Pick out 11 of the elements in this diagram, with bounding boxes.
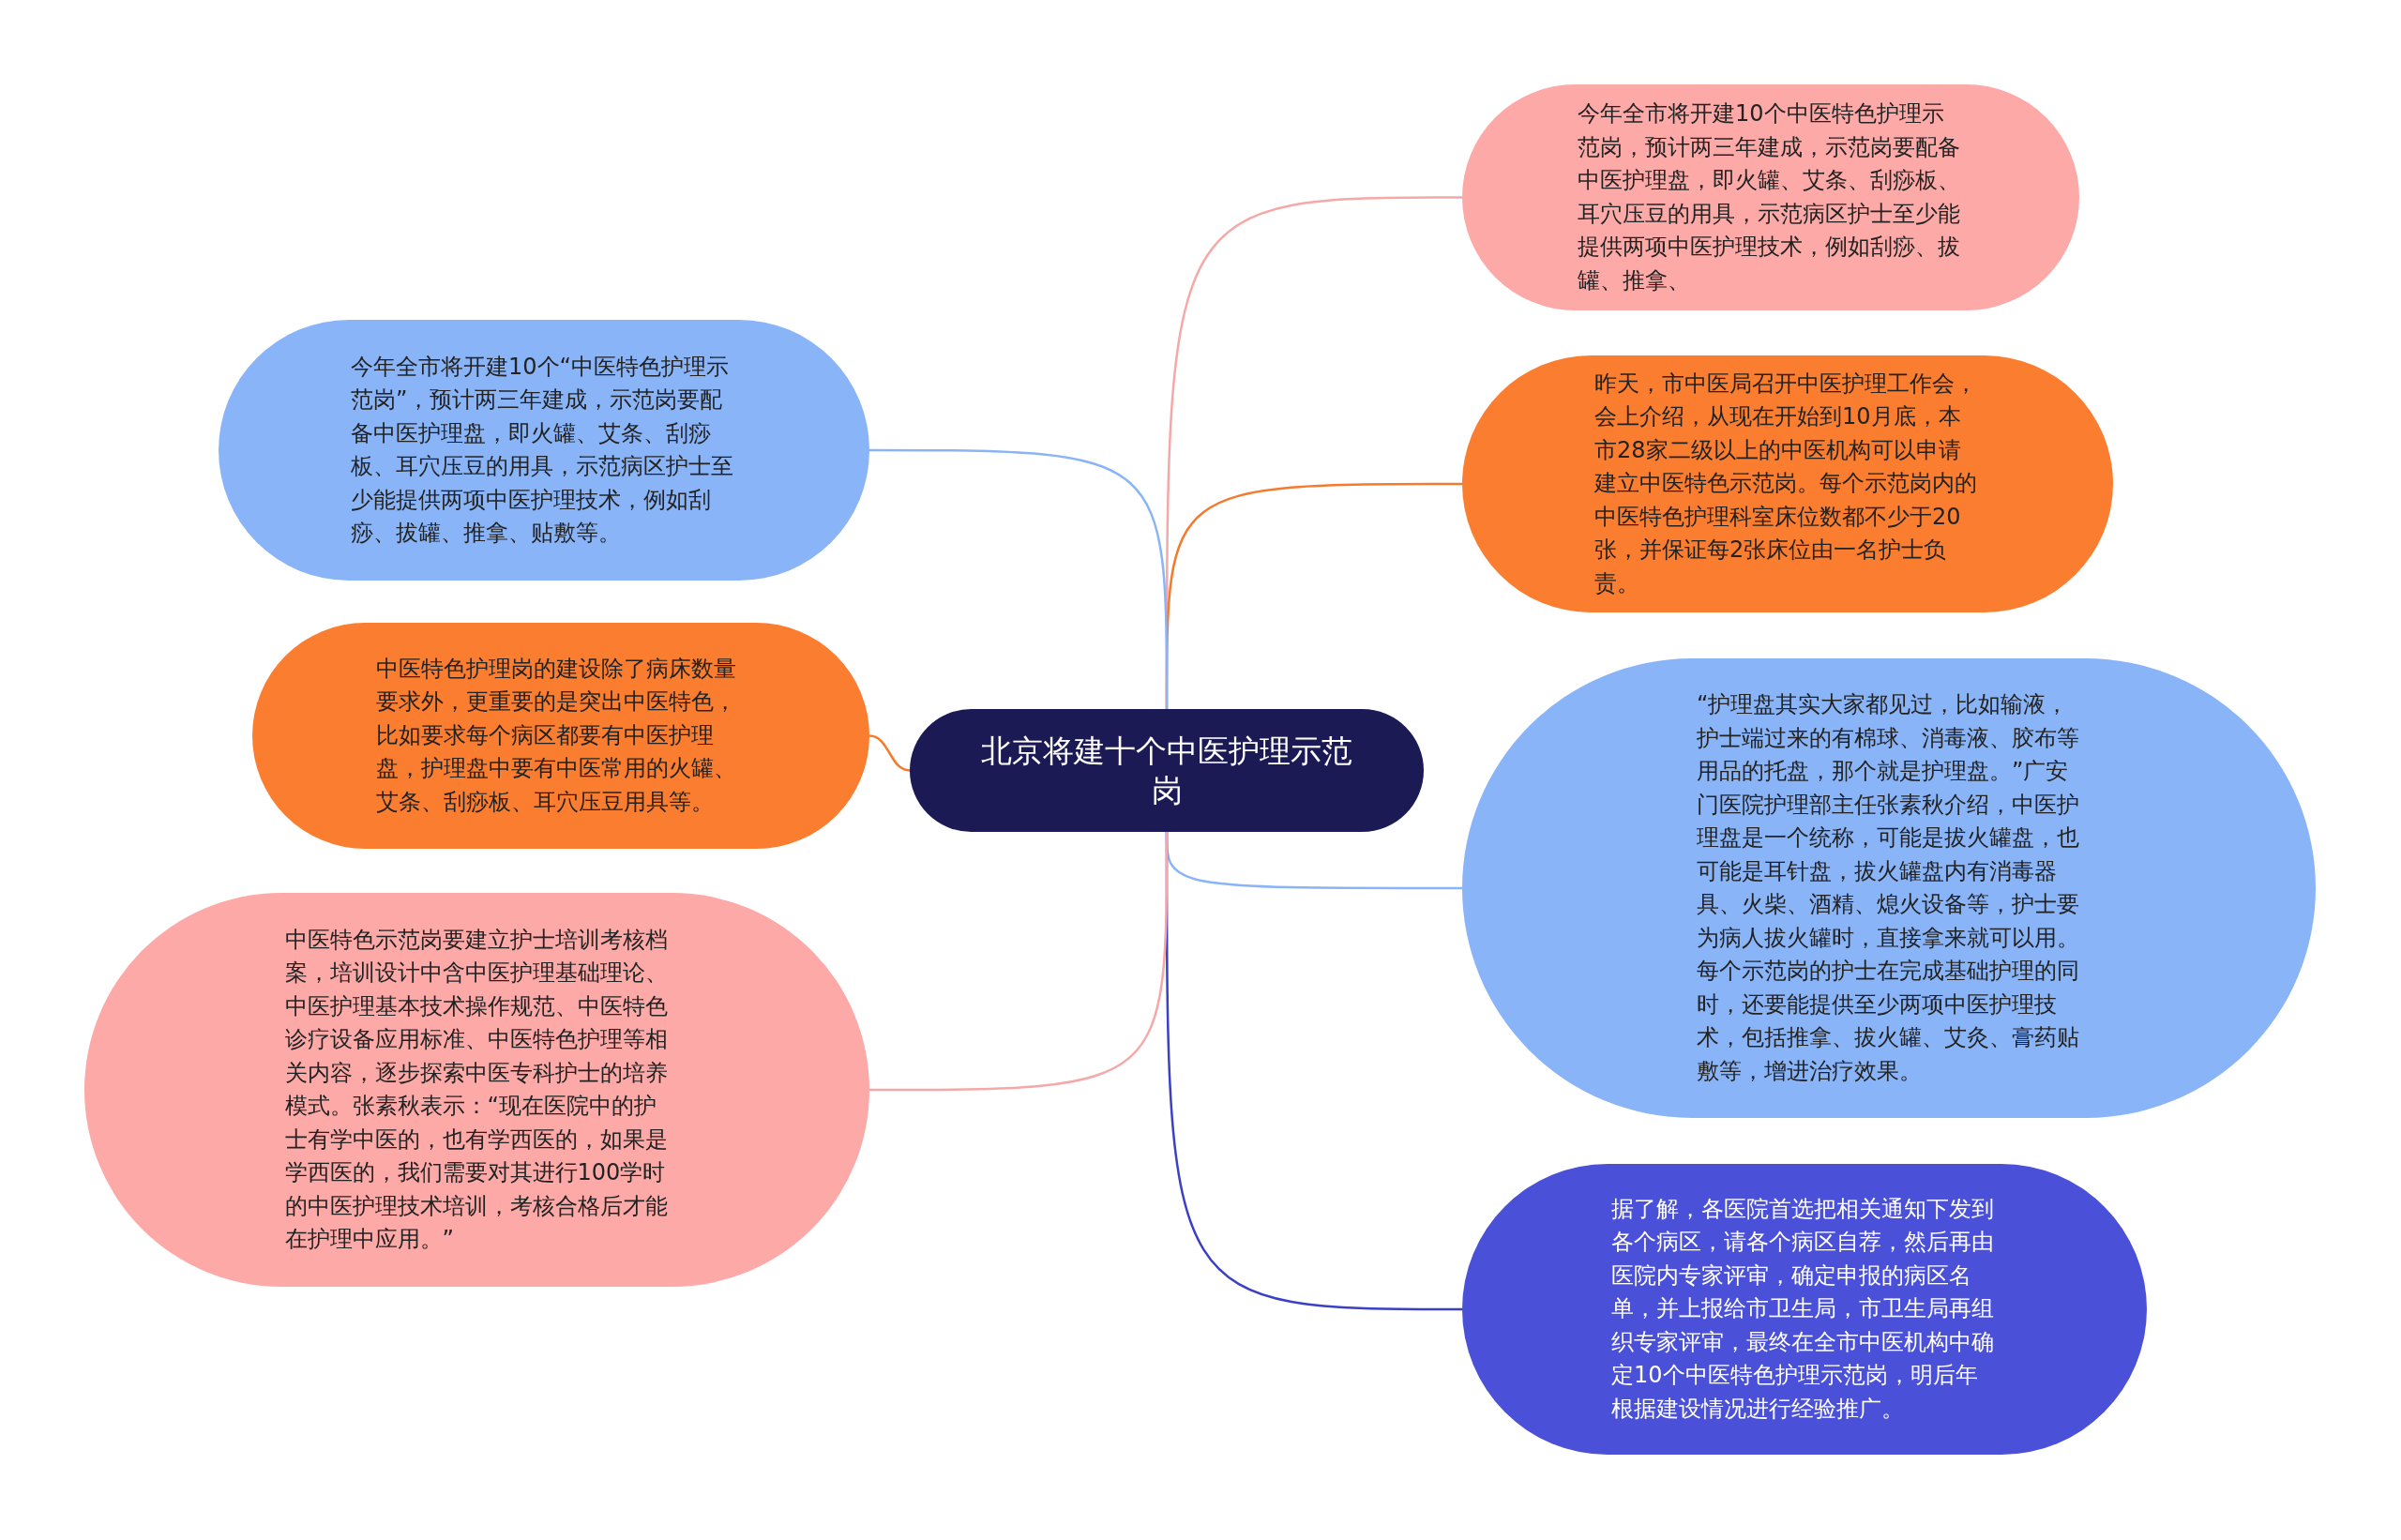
branch-connector	[868, 734, 911, 772]
branch-connector	[869, 448, 1169, 709]
topic-text: 今年全市将开建10个中医特色护理示范岗，预计两三年建成，示范岗要配备中医护理盘，即火罐、艾条、刮痧板、耳穴压豆的用具，示范病区护士至少能提供两项中医护理技术，例如刮痧、拔罐、推拿、	[1578, 99, 1961, 295]
topic-text: 据了解，各医院首选把相关通知下发到各个病区，请各个病区自荐，然后再由医院内专家评审，确定申报的病区名单，并上报给市卫生局，市卫生局再组织专家评审，最终在全市中医机构中确定10个中医特色护理示范岗，明后年根据建设情况进行经验推广。	[1611, 1194, 1995, 1424]
topic-text: 中医特色护理岗的建设除了病床数量要求外，更重要的是突出中医特色，比如要求每个病区都要有中医护理盘，护理盘中要有中医常用的火罐、艾条、刮痧板、耳穴压豆用具等。	[376, 654, 737, 817]
topic-text: 昨天，市中医局召开中医护理工作会，会上介绍，从现在开始到10月底，本市28家二级以上的中医机构可以申请建立中医特色示范岗。每个示范岗内的中医特色护理科室床位数都不少于20张，并保证每2张床位由一名护士负责。	[1594, 369, 1978, 598]
topic-text: “护理盘其实大家都见过，比如输液，护士端过来的有棉球、消毒液、胶布等用品的托盘，那个就是护理盘。”广安门医院护理部主任张素秋介绍，中医护理盘是一个统称，可能是拔火罐盘，也可能是耳针盘，拔火罐盘内有消毒器具、火柴、酒精、熄火设备等，护士要为病人拔火罐时，直接拿来就可以用。每个示范岗的护士在完成基础护理的同时，还要能提供至少两项中医护理技术，包括推拿、拔火罐、艾灸、膏药贴敷等，增进治疗效果。	[1697, 690, 2080, 1086]
topic-text: 今年全市将开建10个“中医特色护理示范岗”，预计两三年建成，示范岗要配备中医护理盘，即火罐、艾条、刮痧板、耳穴压豆的用具，示范病区护士至少能提供两项中医护理技术，例如刮痧、拔罐、推拿、贴敷等。	[351, 352, 734, 548]
topic-text: 中医特色示范岗要建立护士培训考核档案，培训设计中含中医护理基础理论、中医护理基本技术操作规范、中医特色诊疗设备应用标准、中医特色护理等相关内容，逐步探索中医专科护士的培养模式。张素秋表示：“现在医院中的护士有学中医的，也有学西医的，如果是学西医的，我们需要对其进行100学时的中医护理技术培训，考核合格后才能在护理中应用。”	[284, 925, 669, 1254]
branch-connector	[869, 832, 1169, 1092]
topic-title: 北京将建十个中医护理示范岗	[980, 731, 1353, 810]
